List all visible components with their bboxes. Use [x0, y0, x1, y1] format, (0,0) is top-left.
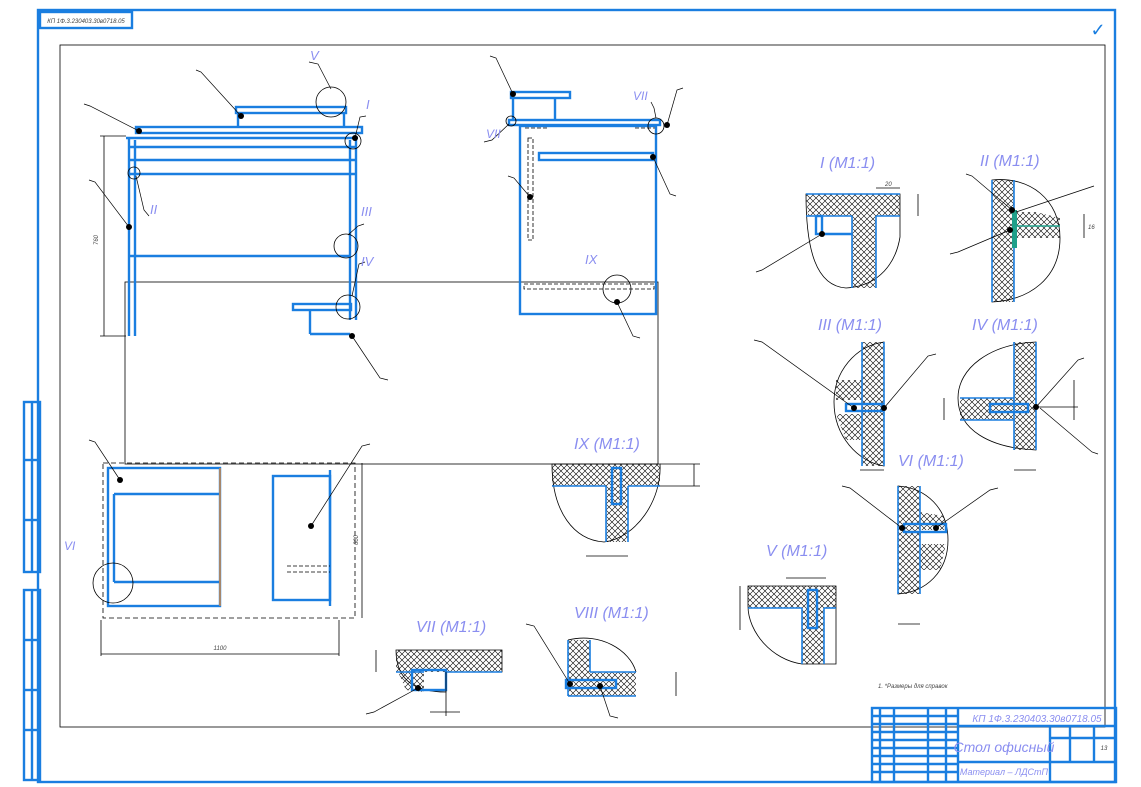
corner-code: КП 1Ф.3.230403.30в0718.05: [47, 19, 125, 25]
detail-ii-dim: 16: [1088, 225, 1095, 231]
side-view: VII VII IX: [483, 55, 684, 339]
detail-title-vi: VI (M1:1): [898, 453, 964, 470]
detail-title-vii: VII (M1:1): [416, 619, 486, 636]
detail-i: I (M1:1) 20: [755, 155, 919, 289]
view-label-v: V: [310, 48, 320, 63]
title-block-title: Стол офисный: [954, 739, 1055, 755]
view-label-i: I: [366, 97, 370, 112]
view-label-ii: II: [150, 202, 158, 217]
detail-title-v: V (M1:1): [766, 543, 827, 560]
detail-title-i: I (M1:1): [820, 155, 875, 172]
projection-lines: [124, 281, 659, 465]
title-block-material: Материал – ЛДСтП: [960, 767, 1049, 777]
detail-ix: IX (M1:1): [551, 436, 700, 557]
detail-title-iii: III (M1:1): [818, 317, 882, 334]
height-dimension: 760: [94, 234, 100, 245]
sheet-frame: КП 1Ф.3.230403.30в0718.05 ✓: [22, 8, 1117, 784]
detail-viii: VIII (M1:1): [525, 605, 677, 719]
view-label-vii-top: VII: [633, 89, 648, 103]
detail-vii: VII (M1:1): [365, 619, 503, 716]
width-dimension: 1100: [214, 646, 228, 652]
title-block-sheet: 13: [1101, 746, 1108, 752]
view-label-ix: IX: [585, 252, 599, 267]
depth-dimension: 600: [354, 534, 360, 545]
detail-title-viii: VIII (M1:1): [574, 605, 649, 622]
detail-iii: III (M1:1): [753, 317, 937, 471]
detail-v: V (M1:1): [739, 543, 837, 665]
detail-ii: II (M1:1) 16: [949, 153, 1095, 303]
view-label-vii-left: VII: [486, 127, 501, 141]
view-label-iii: III: [361, 204, 372, 219]
title-block: КП 1Ф.3.230403.30в0718.05 Стол офисный М…: [870, 706, 1118, 784]
drawing-note: 1. *Размеры для справок: [878, 684, 949, 690]
detail-title-ix: IX (M1:1): [574, 436, 640, 453]
view-label-iv: IV: [361, 254, 375, 269]
detail-i-dim: 20: [884, 182, 892, 188]
top-view: 1100 600 VI: [64, 439, 371, 656]
detail-title-ii: II (M1:1): [980, 153, 1040, 170]
detail-title-iv: IV (M1:1): [972, 317, 1038, 334]
title-block-code: КП 1Ф.3.230403.30в0718.05: [972, 714, 1102, 725]
detail-vi: VI (M1:1): [841, 453, 999, 625]
detail-iv: IV (M1:1): [943, 317, 1099, 471]
check-mark-icon: ✓: [1090, 20, 1105, 40]
front-view: 760 V I II III IV: [83, 48, 389, 381]
view-label-vi: VI: [64, 539, 76, 553]
